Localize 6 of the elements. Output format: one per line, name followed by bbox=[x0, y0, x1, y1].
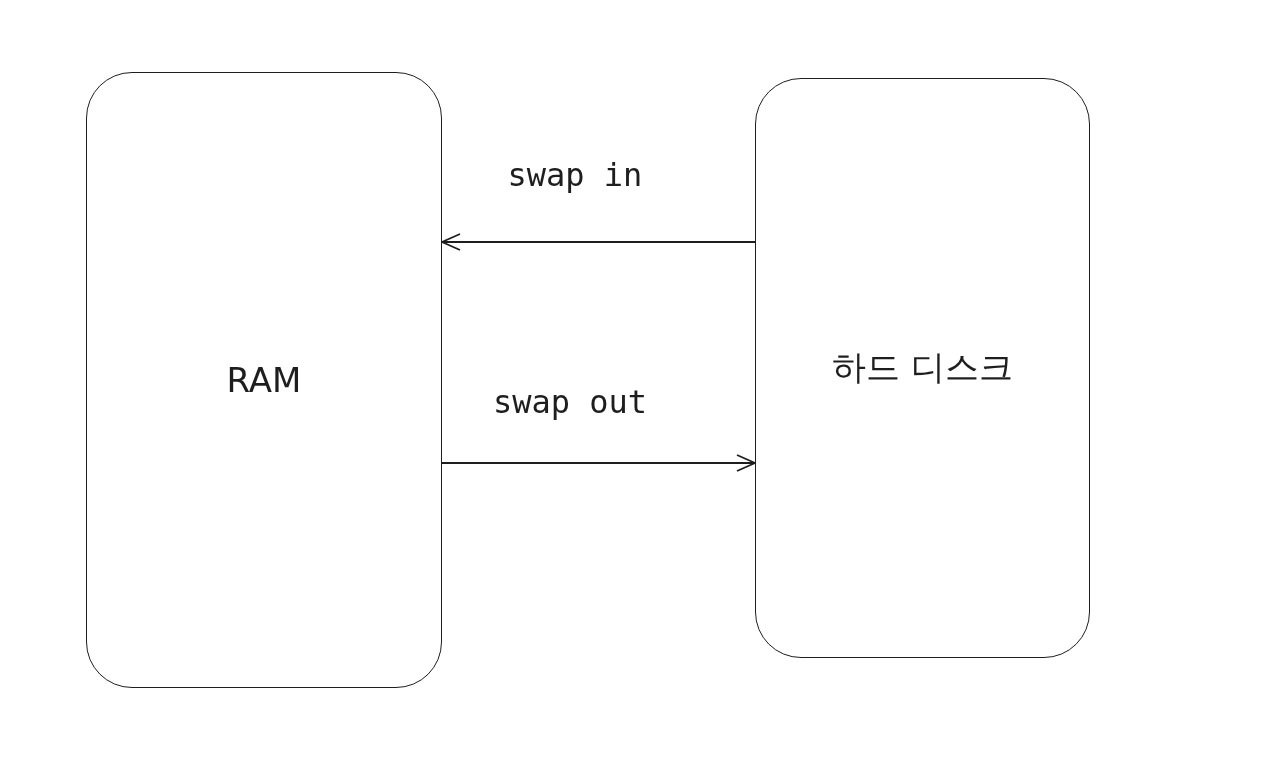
rounded-box bbox=[86, 72, 442, 688]
box-label: RAM bbox=[226, 360, 302, 400]
box-label: 하드 디스크 bbox=[832, 346, 1013, 389]
arrow bbox=[441, 454, 756, 472]
arrow bbox=[441, 233, 756, 251]
rounded-box bbox=[755, 78, 1090, 658]
